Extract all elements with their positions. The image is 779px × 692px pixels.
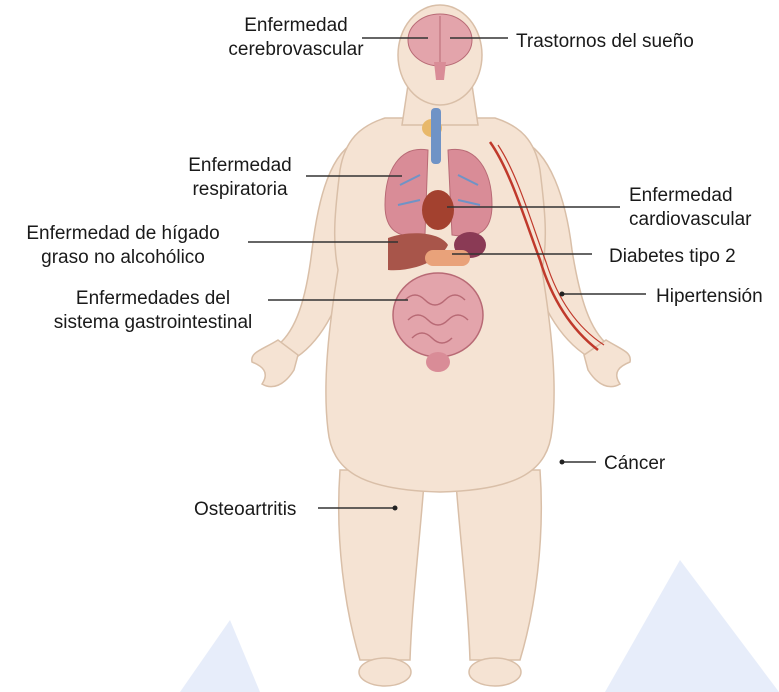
left-foot xyxy=(359,658,411,686)
intestines xyxy=(393,273,483,357)
trachea xyxy=(431,108,441,164)
label-cardiovascular: Enfermedad cardiovascular xyxy=(629,184,752,232)
label-gastrointestinal: Enfermedades del sistema gastrointestina… xyxy=(34,287,272,335)
label-cerebrovascular: Enfermedad cerebrovascular xyxy=(226,14,366,62)
label-diabetes: Diabetes tipo 2 xyxy=(609,245,736,269)
label-fatty-liver: Enfermedad de hígado graso no alcohólico xyxy=(4,222,242,270)
label-respiratory: Enfermedad respiratoria xyxy=(176,154,304,202)
brainstem xyxy=(434,62,446,80)
label-osteoarthritis: Osteoartritis xyxy=(194,498,296,522)
right-leg xyxy=(455,470,541,660)
label-hypertension: Hipertensión xyxy=(656,285,763,309)
pancreas xyxy=(425,250,470,266)
label-sleep-disorders: Trastornos del sueño xyxy=(516,30,694,54)
label-cancer: Cáncer xyxy=(604,452,665,476)
left-leg xyxy=(339,470,425,660)
bladder xyxy=(426,352,450,372)
heart xyxy=(422,190,454,230)
right-foot xyxy=(469,658,521,686)
